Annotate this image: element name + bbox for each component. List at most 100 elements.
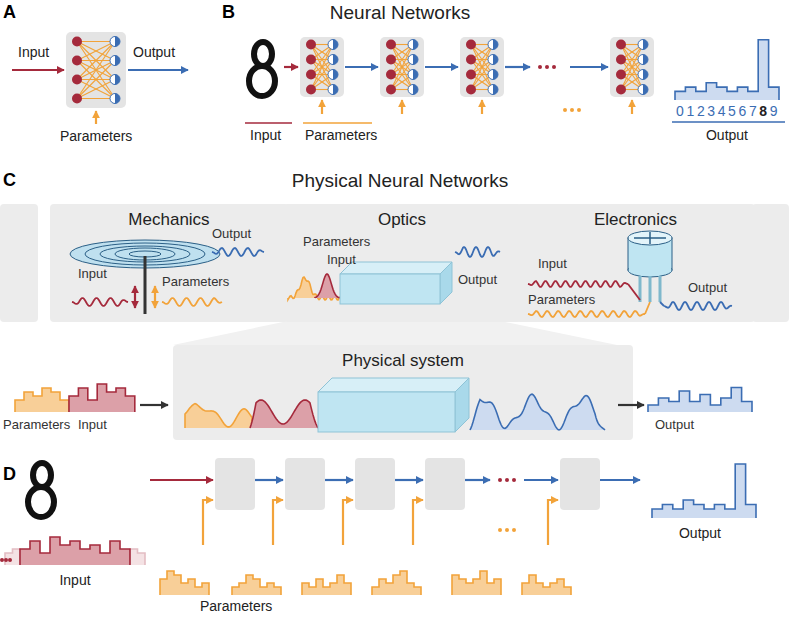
output-neuron: [488, 70, 498, 80]
output-neuron: [413, 55, 418, 65]
digit-eight: [33, 463, 51, 487]
ellipsis-dot: [563, 108, 567, 112]
value-histogram: [15, 388, 69, 412]
output-neuron: [488, 55, 498, 65]
output-neuron: [110, 37, 120, 47]
input-neuron: [466, 70, 476, 80]
weight-line: [471, 45, 493, 90]
value-histogram: [452, 571, 501, 595]
arrow: [284, 66, 298, 68]
ellipsis-dot: [538, 65, 542, 69]
input-neuron: [466, 40, 476, 50]
signal-label: Output: [212, 226, 251, 242]
ellipsis-dot: [4, 558, 8, 562]
class-digit: 7: [749, 103, 757, 119]
value-histogram: [648, 388, 752, 413]
signal-label: Input: [78, 418, 107, 433]
panel-stub: [752, 204, 789, 322]
arrow: [12, 69, 64, 71]
signal-label: Input: [18, 44, 49, 60]
input-neuron: [72, 37, 82, 47]
glass-front: [318, 392, 455, 432]
signal-label: Parameters: [528, 292, 595, 308]
panel-stub: [0, 204, 38, 322]
class-digit: 3: [707, 103, 715, 119]
arrow: [465, 479, 490, 481]
class-digit: 6: [738, 103, 746, 119]
arrow: [273, 500, 283, 545]
value-histogram: [160, 571, 209, 595]
value-histogram: [5, 549, 20, 565]
weight-line: [391, 45, 413, 90]
class-digit: 0: [676, 103, 684, 119]
arrow: [548, 500, 558, 545]
layer-box: [66, 32, 126, 108]
output-neuron: [115, 37, 120, 47]
ellipsis-dot: [505, 528, 509, 532]
input-neuron: [616, 40, 626, 50]
group-underline: [672, 121, 785, 123]
output-neuron: [328, 85, 338, 95]
signal-label: Input: [59, 572, 90, 588]
value-histogram: [69, 384, 135, 412]
output-neuron: [493, 70, 498, 80]
output-neuron: [115, 56, 120, 66]
zoom-wedge: [173, 322, 617, 345]
output-neuron: [333, 55, 338, 65]
signal-profile: [470, 394, 605, 430]
signal-label: Input: [538, 256, 567, 272]
weight-line: [77, 42, 115, 80]
arrow: [95, 111, 97, 124]
value-histogram: [372, 571, 421, 595]
input-neuron: [466, 55, 476, 65]
weight-line: [77, 42, 115, 80]
glass-top: [318, 378, 469, 392]
input-neuron: [386, 55, 396, 65]
output-neuron: [413, 70, 418, 80]
ellipsis-dot: [545, 65, 549, 69]
arrow: [425, 66, 458, 68]
output-neuron: [643, 40, 648, 50]
output-neuron: [643, 70, 648, 80]
arrow: [134, 286, 136, 308]
weight-line: [391, 45, 413, 90]
input-neuron: [72, 56, 82, 66]
output-neuron: [328, 55, 338, 65]
weight-line: [471, 45, 493, 90]
digit-eight: [28, 487, 54, 517]
signal-wave: [664, 302, 732, 310]
signal-wave: [455, 247, 500, 257]
signal-wave: [212, 248, 264, 256]
signal-label: Output: [133, 44, 175, 60]
class-digit: 5: [728, 103, 736, 119]
arrow: [631, 100, 633, 114]
input-neuron: [616, 55, 626, 65]
signal-wave: [528, 281, 628, 287]
panel-heading: Electronics: [516, 210, 755, 230]
layer-box: [215, 458, 255, 510]
output-neuron: [115, 94, 120, 104]
signal-label: Output: [458, 272, 497, 288]
arrow: [345, 66, 378, 68]
panel-heading: Physical system: [173, 351, 633, 371]
weight-line: [77, 61, 115, 99]
panel-letter: B: [222, 2, 235, 23]
signal-wave: [528, 311, 645, 317]
class-digit: 2: [697, 103, 705, 119]
value-histogram: [302, 575, 351, 595]
arrow: [255, 479, 283, 481]
input-neuron: [72, 94, 82, 104]
layer-box: [610, 37, 654, 97]
input-neuron: [386, 70, 396, 80]
arrow: [343, 500, 353, 545]
glass-top: [340, 262, 452, 274]
signal-label: Parameters: [305, 127, 377, 143]
section-heading: Physical Neural Networks: [292, 170, 508, 192]
output-neuron: [488, 40, 498, 50]
output-neuron: [493, 40, 498, 50]
value-histogram: [522, 575, 571, 595]
arrow: [618, 404, 644, 406]
signal-wave: [72, 298, 128, 306]
signal-wave: [628, 284, 640, 300]
